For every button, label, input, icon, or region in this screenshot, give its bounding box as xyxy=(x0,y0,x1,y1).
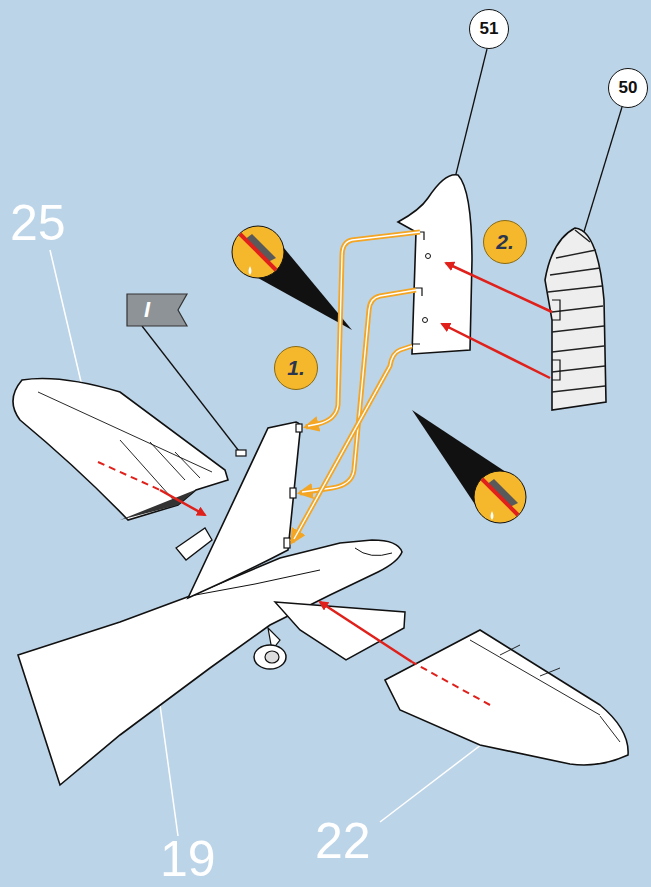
callout-leaders xyxy=(142,49,622,455)
wheel xyxy=(254,645,286,669)
hinge-pin xyxy=(290,488,296,498)
red-arrow xyxy=(442,324,550,378)
step-number: 1. xyxy=(274,346,318,390)
red-arrow xyxy=(160,490,205,515)
red-arrow xyxy=(320,602,412,662)
red-dashed-line xyxy=(98,462,160,490)
step-number: 2. xyxy=(483,220,527,264)
rib-lines xyxy=(548,230,605,392)
wheel-hub xyxy=(265,651,279,663)
pin-hole xyxy=(426,254,431,259)
rudder-outline xyxy=(398,175,472,354)
hinge-pins xyxy=(236,424,302,548)
leader-line xyxy=(380,738,490,822)
tail-wheel xyxy=(254,628,286,669)
callout-number: 50 xyxy=(608,68,648,108)
leader-line xyxy=(455,49,487,178)
stabiliser-stub xyxy=(275,602,405,660)
panel-line xyxy=(470,640,620,742)
stabiliser-outline xyxy=(13,379,228,521)
placement-arrows xyxy=(98,263,552,705)
node-text: 50 xyxy=(619,78,638,98)
part-number: 22 xyxy=(315,816,371,866)
node-text: 2. xyxy=(496,230,514,254)
hinge-pin xyxy=(284,538,290,548)
stabiliser-stub xyxy=(176,528,212,560)
no-glue-icon xyxy=(412,410,526,523)
hinge-pin xyxy=(236,450,246,456)
no-glue-icon xyxy=(232,226,352,330)
vertical-fin xyxy=(188,422,301,598)
leader-line xyxy=(160,705,178,836)
glue-drop xyxy=(249,266,252,275)
stabiliser-part xyxy=(13,379,228,521)
pin-hole xyxy=(423,318,428,323)
node-text: 51 xyxy=(480,19,499,39)
stabiliser-part xyxy=(385,630,628,765)
panel-line xyxy=(355,548,392,556)
pin xyxy=(552,300,560,380)
flag-marker: I xyxy=(126,293,188,327)
leader-line xyxy=(50,250,82,386)
prohibition-slash xyxy=(482,479,518,515)
callout-number: 51 xyxy=(469,9,509,49)
rudder-part xyxy=(398,175,472,354)
glue-tube xyxy=(244,234,276,262)
stabiliser-outline xyxy=(385,630,628,765)
panel-line xyxy=(38,392,212,505)
arrow-core xyxy=(302,290,416,492)
flag-shape xyxy=(127,294,187,326)
red-arrow xyxy=(446,263,552,312)
node-text: 1. xyxy=(287,356,305,380)
flag-letter: I xyxy=(144,297,150,323)
assembly-arrows xyxy=(292,232,420,542)
prohibition-slash xyxy=(240,234,276,270)
glue-tube xyxy=(486,479,518,507)
hinge-pin xyxy=(296,424,302,432)
red-dashed-line xyxy=(412,662,490,705)
arrow-core xyxy=(308,232,420,426)
shading xyxy=(120,490,195,520)
rudder-half-outline xyxy=(545,228,606,410)
leader-line xyxy=(583,107,622,235)
orange-arrow xyxy=(300,290,416,493)
part-number: 19 xyxy=(160,834,216,884)
glue-drop xyxy=(491,511,494,520)
pointer-cone xyxy=(412,410,518,515)
icon-disc xyxy=(474,471,526,523)
icon-disc xyxy=(232,226,284,278)
part-number: 25 xyxy=(10,198,66,248)
flag-outline xyxy=(126,293,188,327)
rudder-half-part xyxy=(545,228,606,410)
